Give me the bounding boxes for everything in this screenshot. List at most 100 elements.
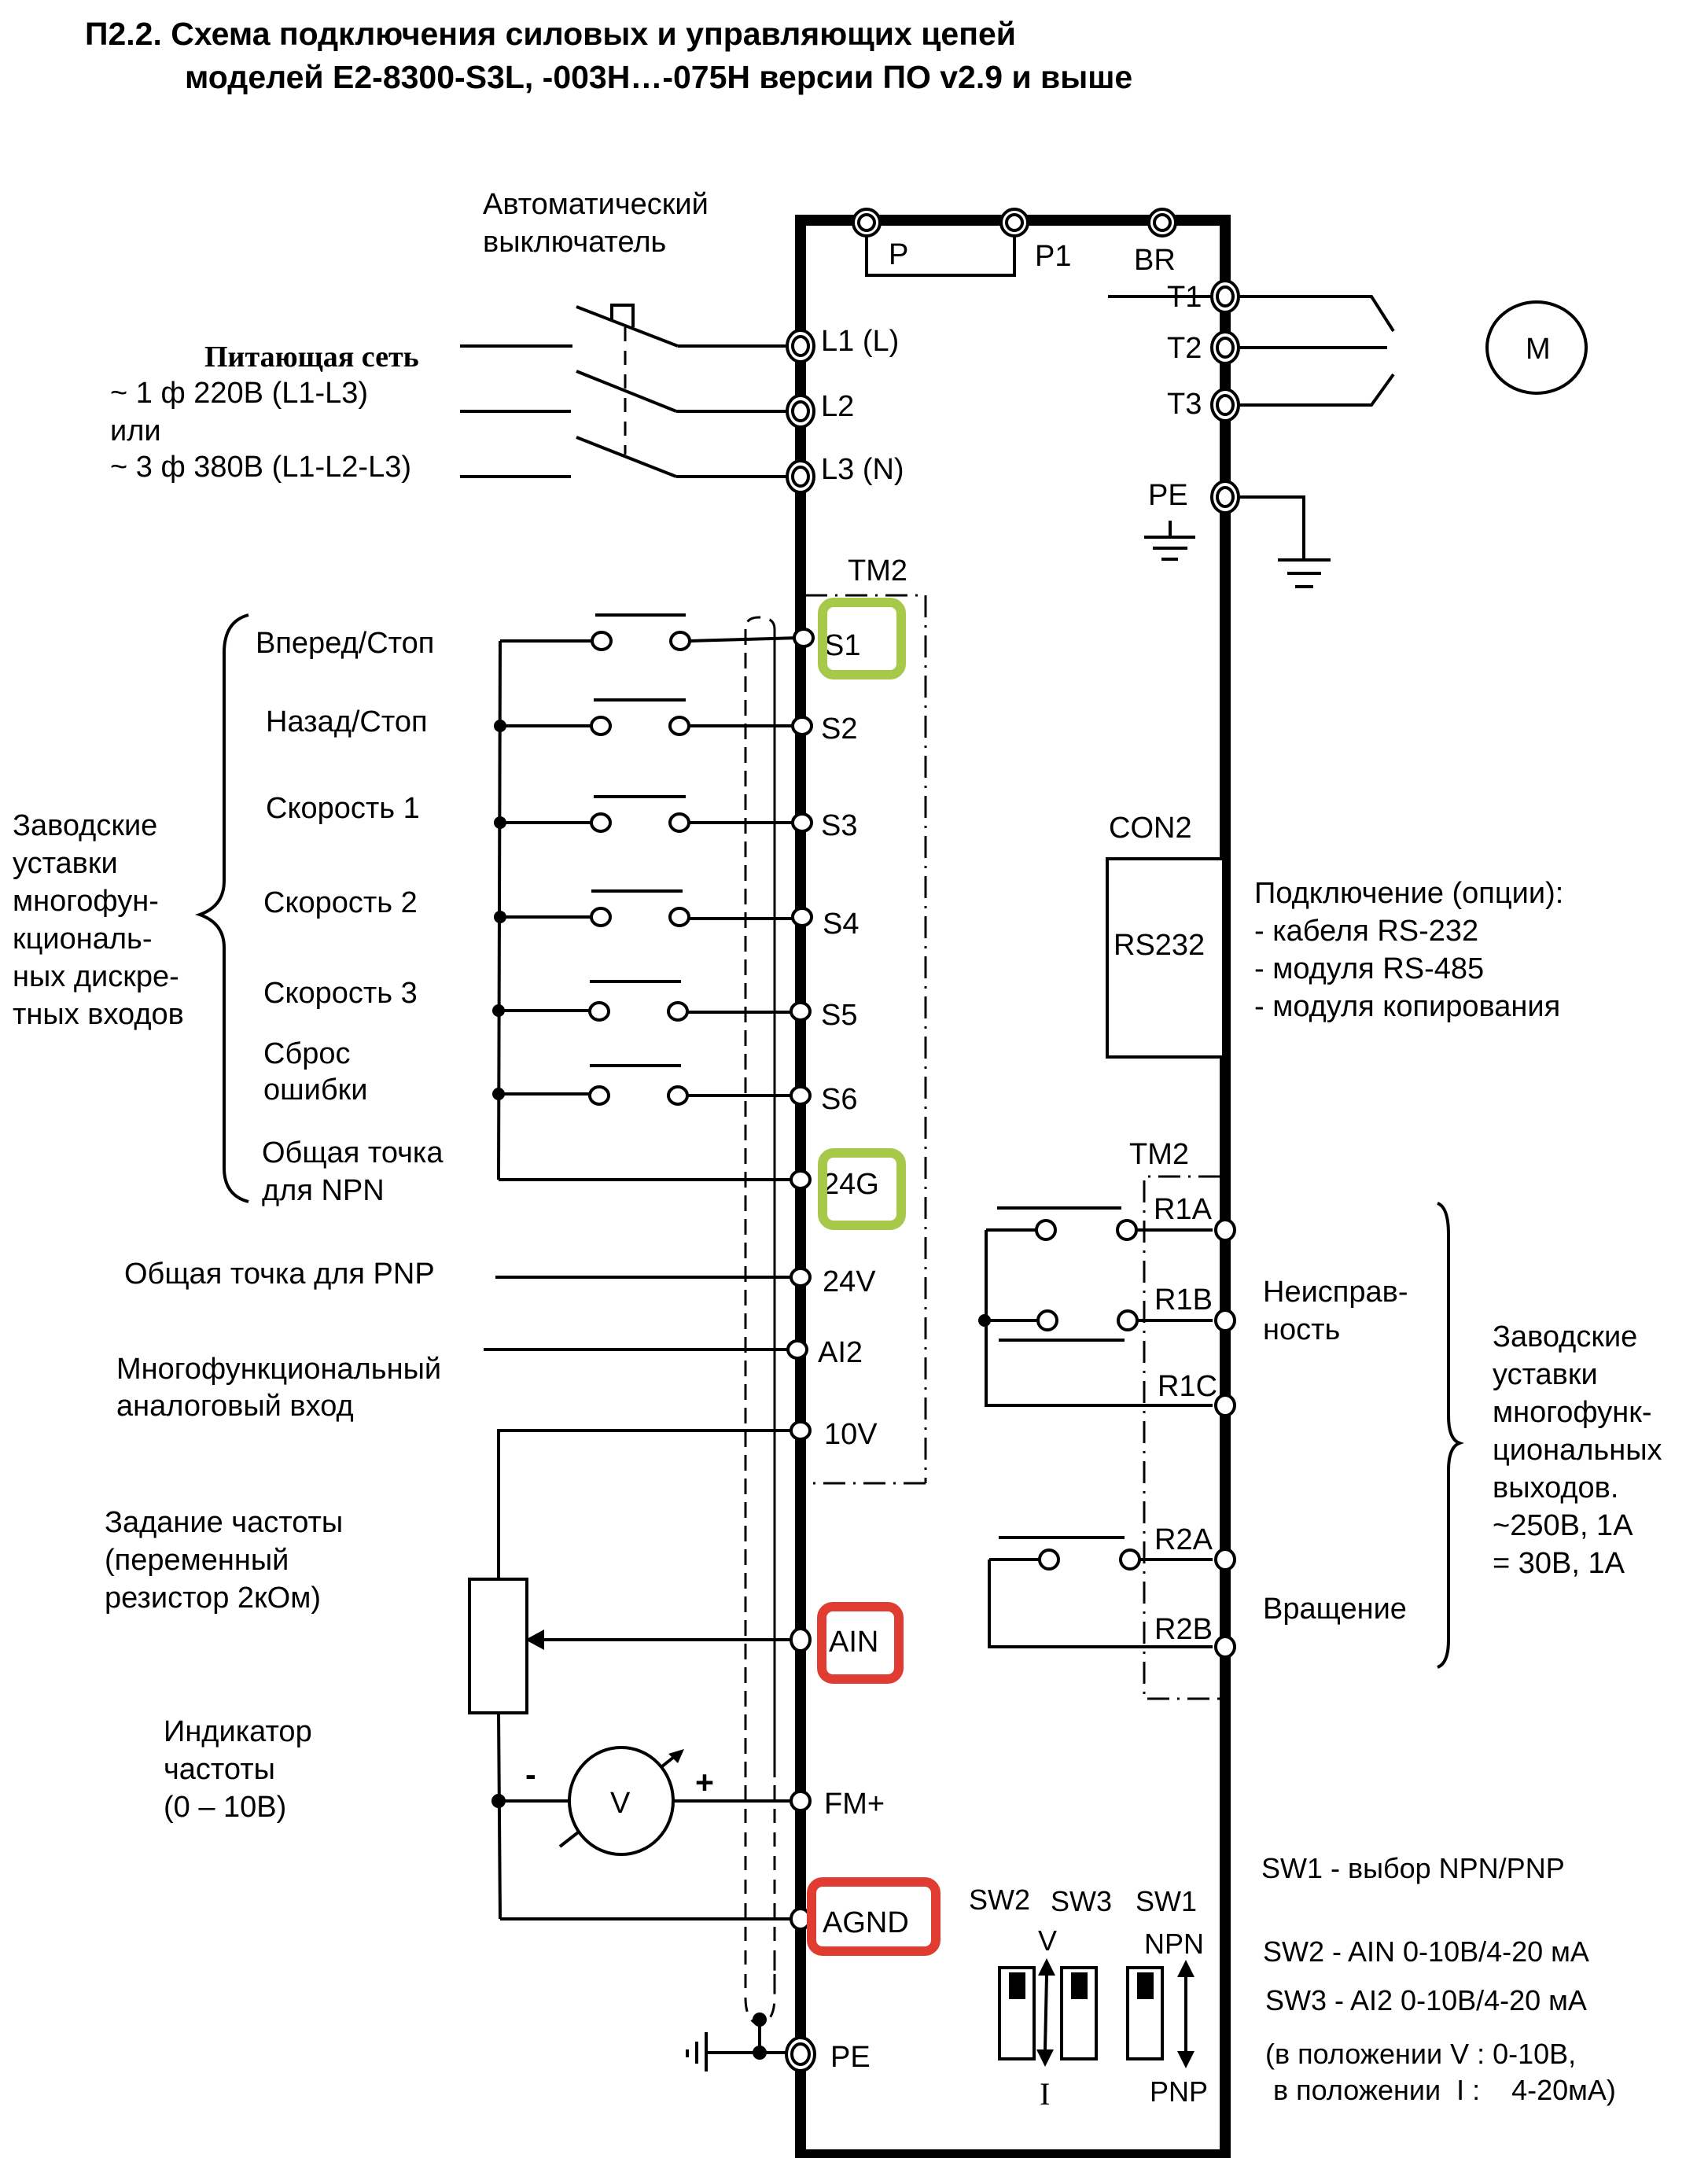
meter-label-line-2: частоты [164,1753,275,1786]
chassis-ground-icon [686,2032,708,2071]
label-t2: T2 [1167,332,1202,365]
terminal-label-s2: S2 [821,713,857,746]
inverter-housing [795,215,1231,2158]
npn-label-line-1: Общая точка [262,1136,444,1169]
pot-label-line-3: резистор 2кОм) [105,1582,321,1615]
terminal-label-s3: S3 [821,809,857,842]
terminal-r1c [1214,1394,1236,1417]
terminal-s5 [790,1001,812,1022]
digital-inputs-group: Заводские уставки многофун- кциональ- ны… [13,613,249,1203]
label-br: BR [1134,244,1176,277]
terminal-t3 [1210,388,1240,422]
di-row-24g: Общая точка для NPN 24G [262,1136,879,1207]
di-row-24v: Общая точка для PNP 24V [124,1258,876,1298]
label-l1: L1 (L) [821,325,899,358]
note-sw1: SW1 - выбор NPN/PNP [1261,1852,1565,1884]
relay-group-6: ~250В, 1А [1493,1509,1633,1542]
breaker-label-2: выключатель [483,226,666,259]
title-line-1: П2.2. Схема подключения силовых и управл… [85,16,1016,52]
highlight-s1 [818,598,906,679]
label-l3: L3 (N) [821,453,904,486]
dip-switches: SW2 SW3 SW1 V NPN I PNP [969,1884,1208,2112]
terminal-fm [790,1790,812,1812]
highlights [807,598,941,1956]
potentiometer-icon: Задание частоты (переменный резистор 2кО… [105,1506,878,1714]
terminal-r1b [1214,1309,1236,1332]
comm-desc-1: Подключение (опции): [1254,877,1563,910]
terminal-10v [790,1420,812,1441]
label-pe-bottom: PE [830,2041,871,2074]
di-group-line-2: уставки [13,847,118,880]
highlight-24g [818,1148,906,1230]
terminal-label-s4: S4 [823,908,859,941]
terminal-r2b [1214,1635,1236,1659]
supply-line-2: или [110,414,161,447]
di-group-line-1: Заводские [13,809,157,842]
di-label-s4: Скорость 2 [263,886,418,919]
pot-label-line-1: Задание частоты [105,1506,343,1539]
terminal-24v [790,1267,812,1287]
ground-symbol-icon [1144,521,1195,561]
terminal-s1 [793,628,815,648]
sw3-switch[interactable] [1060,1966,1098,2060]
terminal-pe-bottom [785,2036,816,2072]
sw1-switch[interactable] [1126,1966,1164,2060]
terminal-label-s6: S6 [821,1083,857,1116]
terminal-label-24v: 24V [823,1265,876,1298]
terminal-label-s5: S5 [821,999,857,1032]
note-v: (в положении V : 0-10В, [1265,2038,1576,2070]
sw2-name: SW2 [969,1884,1030,1916]
label-p1: P1 [1035,240,1071,273]
note-i: в положении I : 4-20мА) [1265,2074,1616,2106]
terminal-label-24g: 24G [823,1168,879,1201]
di-label-s5: Скорость 3 [263,977,418,1010]
meter-label-line-1: Индикатор [164,1715,312,1748]
pot-label-line-2: (переменный [105,1544,289,1577]
terminal-p1 [999,208,1029,238]
terminal-24g [790,1169,812,1190]
title-line-2: моделей E2-8300-S3L, -003H…-075H версии … [185,59,1132,95]
di-group-line-6: тных входов [13,998,184,1031]
di-row-s1: Вперед/Стоп S1 [256,613,860,662]
digital-inputs: Вперед/Стоп S1 Назад/Стоп S2 Скорость 1 [124,613,879,1298]
terminal-s3 [791,812,813,833]
relay-group-3: многофунк- [1493,1396,1652,1429]
v10-row: 10V [497,1418,878,1592]
relay-group-5: выходов. [1493,1471,1618,1504]
supply-line-3: ~ 3 ф 380В (L1-L2-L3) [110,451,411,484]
con2-connector: CON2 RS232 Подключение (опции): - кабеля… [1106,812,1563,1059]
di-label-s3: Скорость 1 [266,792,420,825]
terminal-label-ain: AIN [829,1626,878,1659]
fault-label-2: ность [1263,1313,1340,1346]
relay-group-4: циональных [1493,1434,1662,1467]
di-group-line-3: многофун- [13,885,159,918]
sw-pnp-label: PNP [1150,2075,1208,2108]
v-i-arrow-icon [1036,1958,1055,2067]
di-label-s6-line-1: Сброс [263,1037,350,1070]
terminal-s6 [790,1085,812,1106]
sw1-name: SW1 [1136,1885,1197,1917]
meter-symbol: V [610,1787,631,1820]
sw-v-label: V [1038,1924,1057,1957]
npn-label-line-2: для NPN [262,1174,385,1207]
meter-minus: - [525,1756,536,1792]
supply-line-1: ~ 1 ф 220В (L1-L3) [110,377,368,410]
highlight-ain [817,1602,904,1684]
sw3-name: SW3 [1051,1885,1112,1917]
label-r1b: R1B [1154,1283,1213,1317]
con2-label: CON2 [1109,812,1192,845]
note-sw3: SW3 - AI2 0-10В/4-20 мА [1265,1984,1587,2016]
terminal-label-s1: S1 [824,629,860,662]
sw-npn-label: NPN [1144,1928,1204,1960]
terminal-s4 [791,907,813,927]
meter-plus: + [695,1764,714,1800]
label-t3: T3 [1167,388,1202,421]
agnd-row: AGND [500,1906,909,1939]
label-r2a: R2A [1154,1523,1213,1556]
terminal-label-ai2: AI2 [818,1336,863,1369]
sw2-switch[interactable] [998,1966,1036,2060]
terminal-r1a [1214,1218,1236,1242]
terminal-label-fm: FM+ [824,1788,885,1821]
di-group-line-5: ных дискре- [13,960,179,993]
